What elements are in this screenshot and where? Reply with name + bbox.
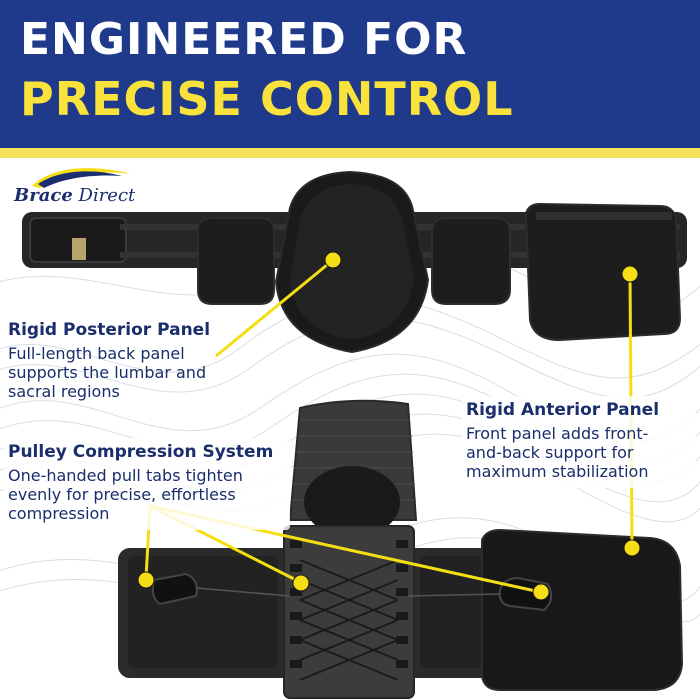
anterior-desc-line-1: Front panel adds front- [466, 424, 649, 443]
pulley-desc-line-1: One-handed pull tabs tighten [8, 466, 243, 485]
anterior-panel-title: Rigid Anterior Panel [466, 400, 660, 420]
pulley-label-backdrop [4, 438, 290, 530]
header-accent-stripe [0, 148, 700, 158]
posterior-panel-description: Full-length back panel supports the lumb… [8, 344, 258, 401]
pulley-system-title: Pulley Compression System [8, 442, 274, 462]
posterior-desc-line-2: supports the lumbar and [8, 363, 207, 382]
pulley-system-description: One-handed pull tabs tighten evenly for … [8, 466, 288, 523]
posterior-desc-line-1: Full-length back panel [8, 344, 185, 363]
pointer-dots [137, 251, 641, 601]
brand-swoosh-icon [32, 168, 132, 188]
anterior-desc-line-2: and-back support for [466, 443, 634, 462]
pulley-desc-line-2: evenly for precise, effortless [8, 485, 236, 504]
posterior-desc-line-3: sacral regions [8, 382, 120, 401]
posterior-panel-marker [324, 251, 342, 269]
anterior-panel-bottom-marker [623, 539, 641, 557]
anterior-panel-top-marker [621, 265, 639, 283]
left-pull-tab [151, 572, 198, 606]
anterior-panel-description: Front panel adds front- and-back support… [466, 424, 696, 481]
posterior-panel-title: Rigid Posterior Panel [8, 320, 211, 340]
headline-line-2: PRECISE CONTROL [20, 72, 514, 126]
anterior-desc-line-3: maximum stabilization [466, 462, 649, 481]
brace-outer-view [22, 170, 687, 354]
brand-logo: Brace Direct [14, 185, 135, 206]
pulley-desc-line-3: compression [8, 504, 110, 523]
anterior-label-backdrop [462, 396, 696, 488]
headline-line-1: ENGINEERED FOR [20, 14, 468, 65]
left-pulley-marker [137, 571, 155, 589]
brace-inner-view [118, 399, 684, 699]
logo-word-direct: Direct [78, 185, 136, 206]
right-pulley-marker [532, 583, 550, 601]
center-pulley-marker [292, 574, 310, 592]
header-banner: ENGINEERED FOR PRECISE CONTROL [0, 0, 700, 148]
logo-word-brace: Brace [14, 185, 73, 206]
